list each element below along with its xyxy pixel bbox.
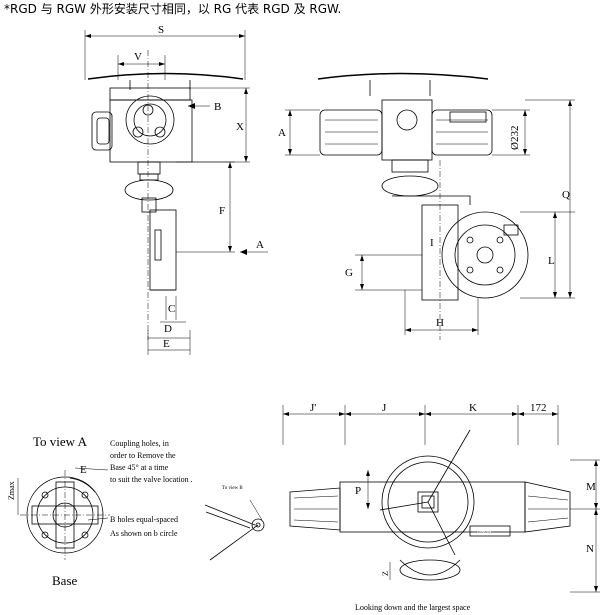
view-a-title: To view A xyxy=(33,434,88,449)
dim-label-diameter: Ø232 xyxy=(509,126,521,150)
header-note: *RGD 与 RGW 外形安装尺寸相同，以 RG 代表 RGD 及 RGW. xyxy=(4,2,342,16)
dim-label-v: V xyxy=(134,51,142,63)
side-view: A DAGA Ø232 Q xyxy=(278,72,575,340)
bottom-caption: Looking down and the largest space xyxy=(355,603,471,612)
brand-plate-top: DAGA xyxy=(477,530,492,535)
view-a: To view A Coupling holes, in order to Re… xyxy=(7,434,193,588)
dim-label-a-front: A xyxy=(256,239,264,251)
dim-label-e-view: E xyxy=(80,464,87,476)
dim-label-g: G xyxy=(345,267,353,279)
holes-note-2: As shown on b circle xyxy=(110,529,178,538)
dim-label-l: L xyxy=(548,255,555,267)
dim-label-e: E xyxy=(163,338,170,350)
dim-label-d: D xyxy=(164,323,172,335)
dim-label-x: X xyxy=(236,121,244,133)
dim-label-s: S xyxy=(158,24,164,36)
dim-label-h: H xyxy=(436,317,444,329)
dim-label-b: B xyxy=(214,101,221,113)
coupling-note-1: Coupling holes, in xyxy=(110,439,169,448)
dim-label-f: F xyxy=(219,205,225,217)
dim-label-i: I xyxy=(430,237,434,249)
dim-label-a-side: A xyxy=(278,127,286,139)
coupling-note-2: order to Remove the xyxy=(110,451,176,460)
dim-label-zmax: Zmax xyxy=(7,481,16,500)
front-view: S V B X xyxy=(84,24,268,355)
brand-plate-side: DAGA xyxy=(456,116,471,121)
view-b: To view B xyxy=(204,486,265,561)
dim-label-172: 172 xyxy=(530,402,547,414)
dim-label-n: N xyxy=(586,543,594,555)
dim-label-m: M xyxy=(586,481,596,493)
dim-label-k: K xyxy=(469,402,477,414)
base-label: Base xyxy=(52,573,78,588)
dim-label-z: Z xyxy=(381,571,390,576)
coupling-note-3: Base 45° at a time xyxy=(110,463,169,472)
top-view: J' J K 172 DAGA M N xyxy=(282,402,600,612)
holes-note-1: B holes equal-spaced xyxy=(110,515,178,524)
dim-label-c: C xyxy=(168,303,175,315)
coupling-note-4: to suit the valve location . xyxy=(110,475,193,484)
dim-label-j1: J' xyxy=(310,402,316,414)
view-b-label: To view B xyxy=(222,486,243,491)
dim-label-j: J xyxy=(382,402,387,414)
dim-label-q: Q xyxy=(562,189,570,201)
dim-label-p: P xyxy=(355,485,361,497)
